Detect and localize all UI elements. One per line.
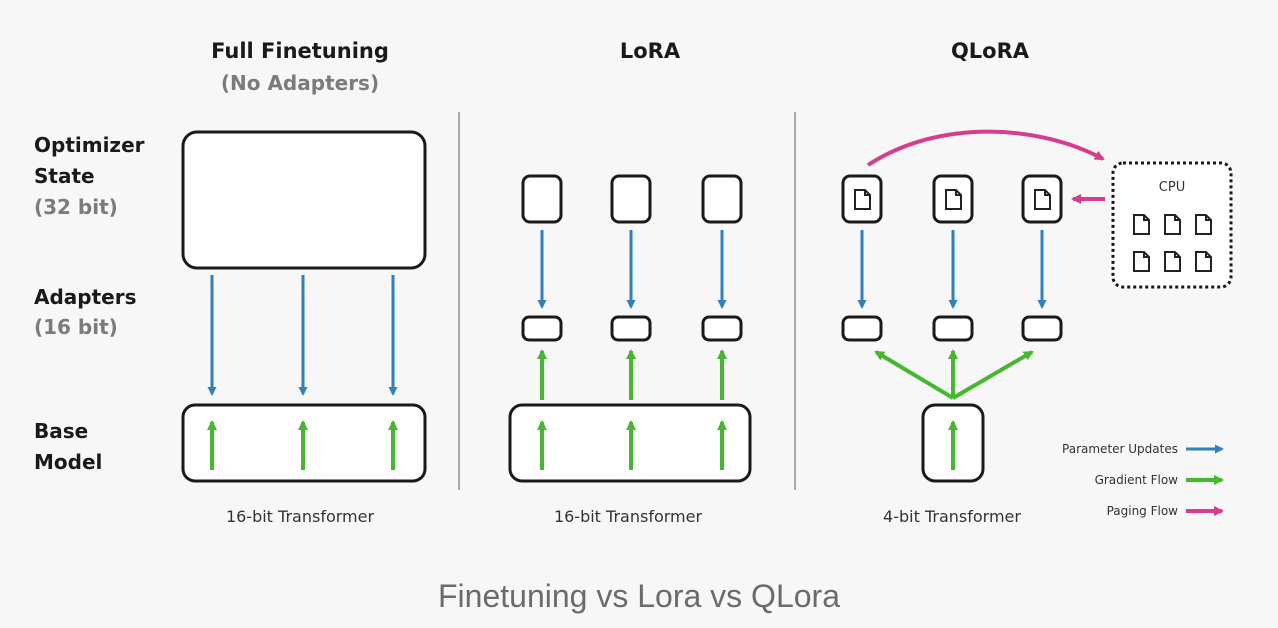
legend: Parameter Updates Gradient Flow Paging F… [1062,442,1224,518]
full-finetuning-title: Full Finetuning [211,39,389,63]
legend-gradient-flow-label: Gradient Flow [1095,473,1179,487]
lora-footer: 16-bit Transformer [554,507,703,526]
adapters-bits-label: (16 bit) [34,315,118,339]
lora-title: LoRA [620,39,681,63]
parameter-update-arrow [207,275,398,396]
gradient-flow-arrow [874,349,1034,470]
qlora-title: QLoRA [951,39,1030,63]
paging-flow-arrow [866,129,1105,204]
qlora-footer: 4-bit Transformer [883,507,1021,526]
full-finetuning-footer: 16-bit Transformer [226,507,375,526]
gradient-flow-arrow [207,420,398,470]
optimizer-label-line1: Optimizer [34,133,145,157]
optimizer-label-line2: State [34,164,95,188]
adapter-box [521,315,743,342]
cpu-label: CPU [1159,180,1185,195]
document-icon [854,189,1051,210]
optimizer-state-box [521,174,743,224]
optimizer-state-box [181,130,427,270]
legend-parameter-updates-label: Parameter Updates [1062,442,1178,456]
adapters-label: Adapters [34,285,137,309]
adapter-box [841,315,1063,342]
base-model-label-line2: Model [34,450,102,474]
optimizer-bits-label: (32 bit) [34,195,118,219]
figure-caption: Finetuning vs Lora vs QLora [438,578,840,614]
full-finetuning-subtitle: (No Adapters) [221,71,379,95]
gradient-flow-arrow [537,349,727,470]
parameter-update-arrow [857,230,1047,309]
legend-paging-flow-label: Paging Flow [1107,504,1179,518]
base-model-label-line1: Base [34,419,88,443]
parameter-update-arrow [537,230,727,309]
